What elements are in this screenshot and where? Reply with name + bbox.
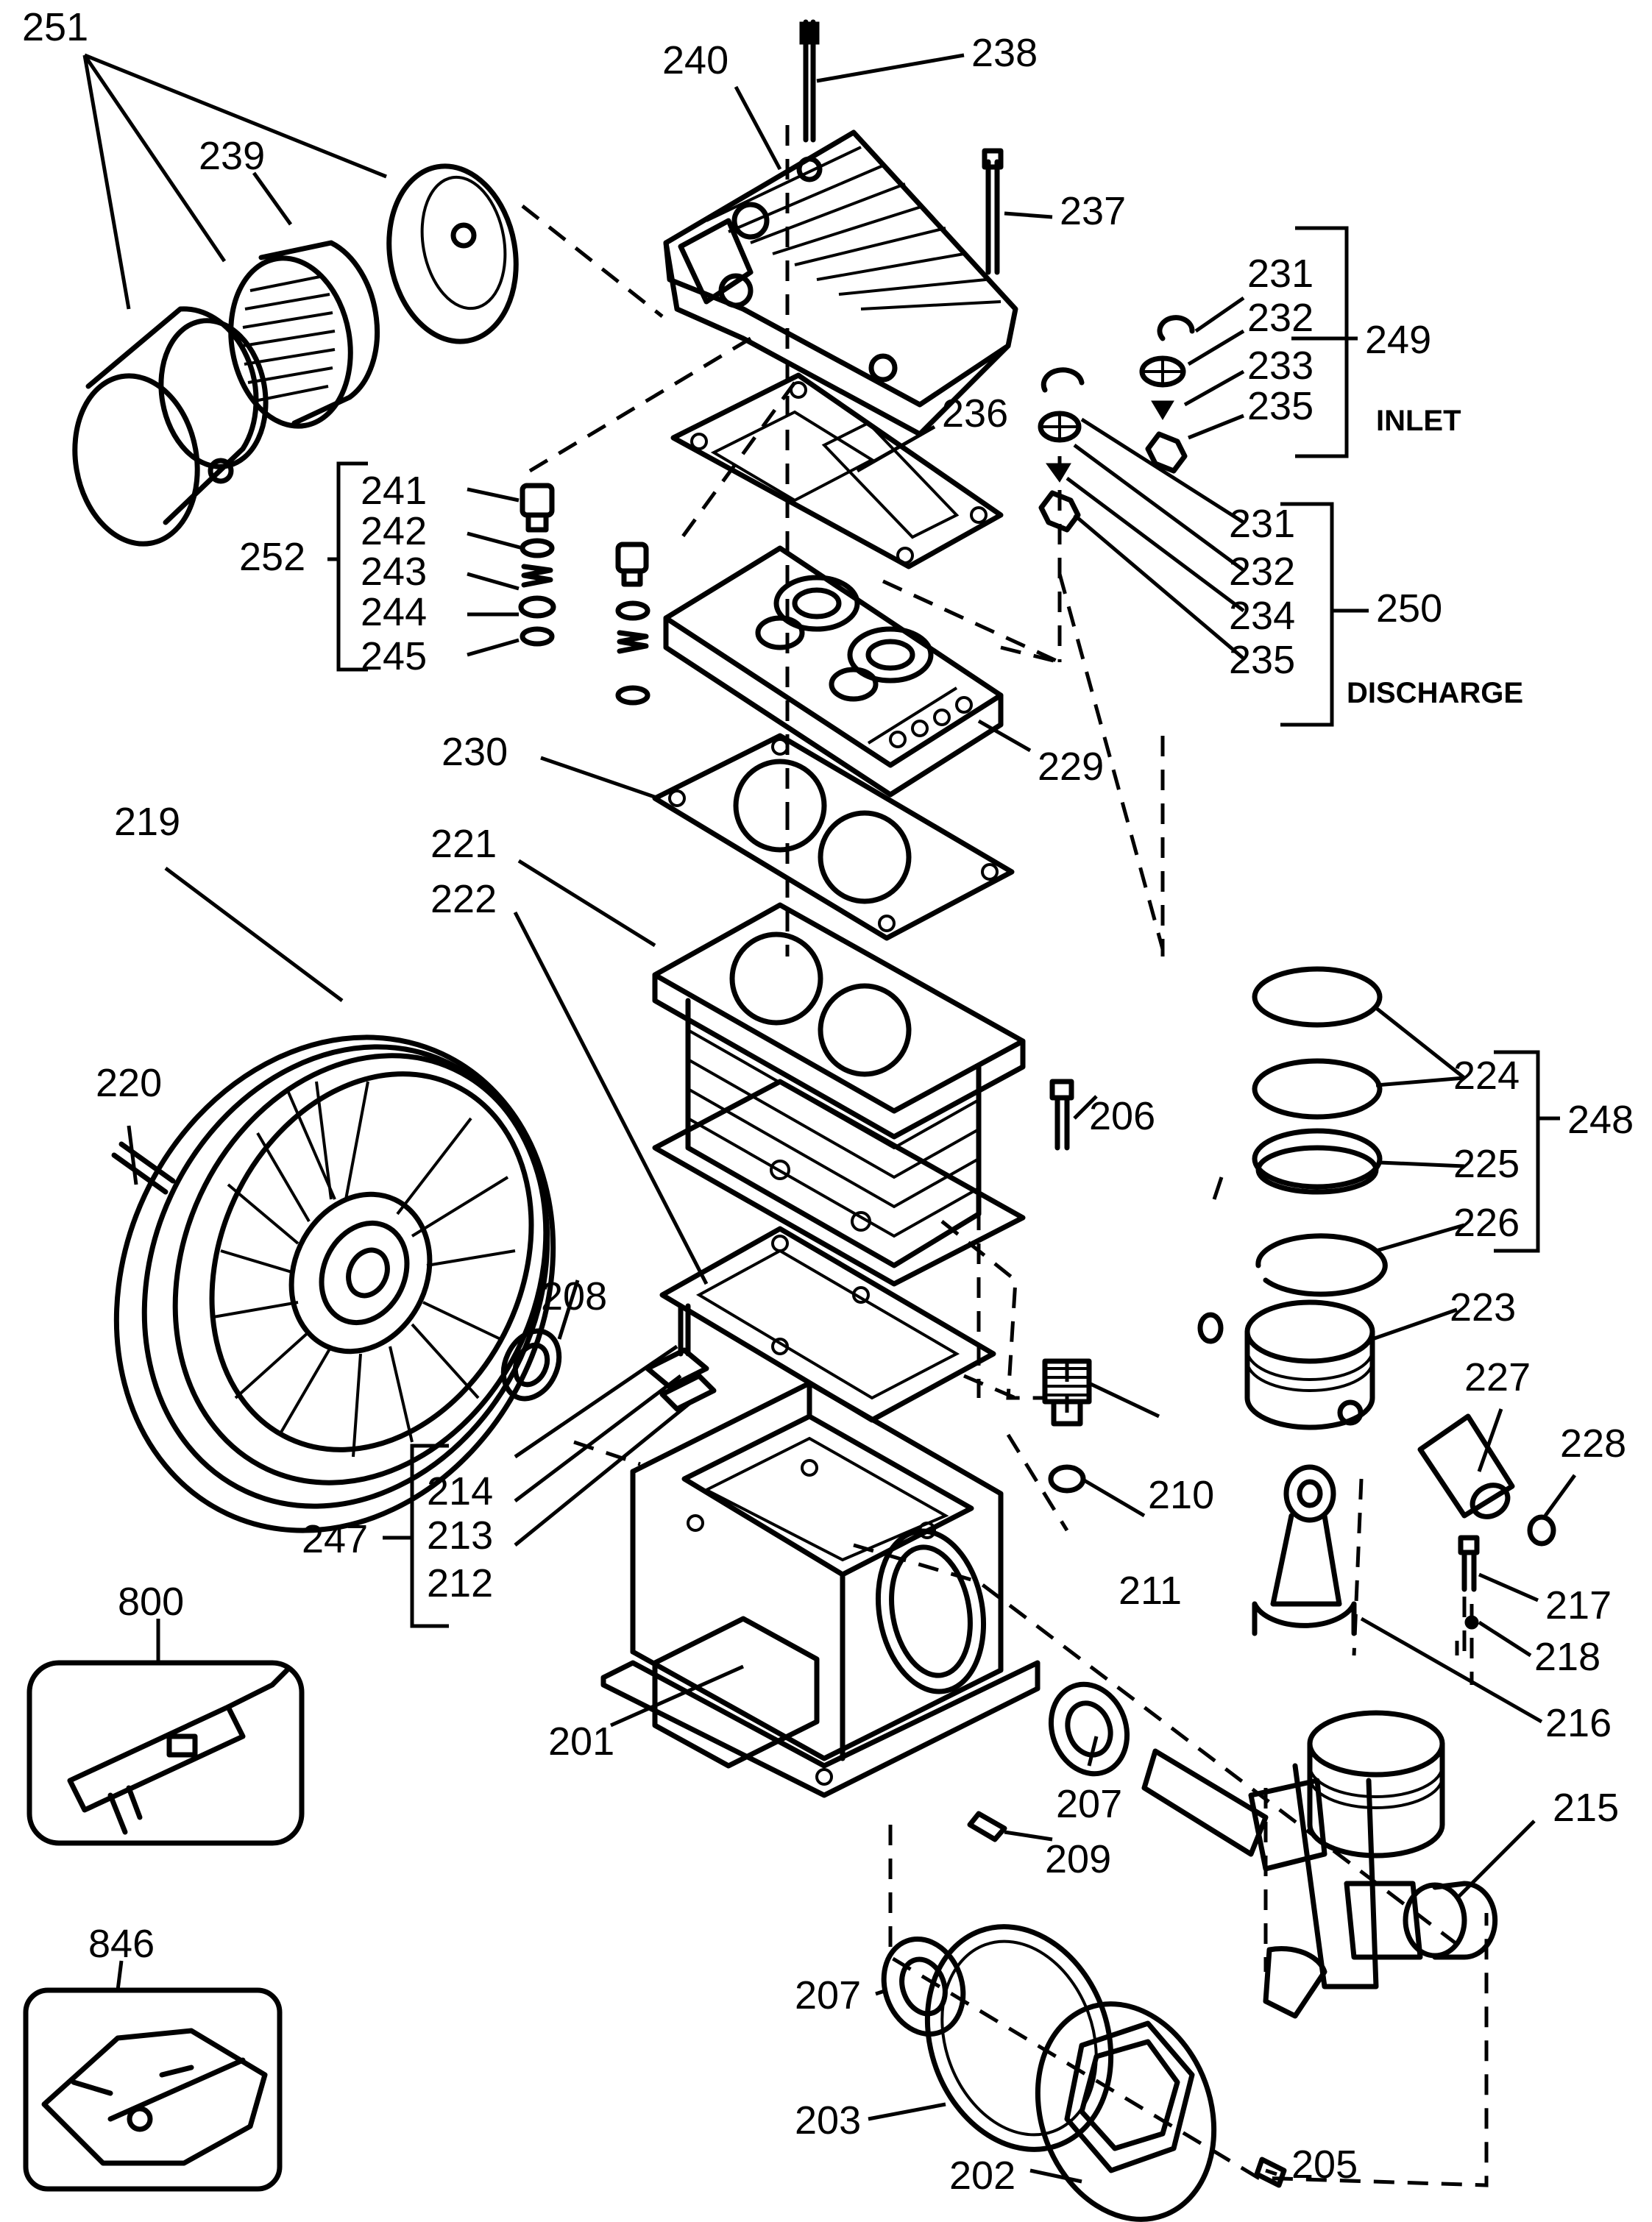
label-216: 216 xyxy=(1545,1701,1612,1745)
air-filter-assembly xyxy=(72,163,519,547)
head-bolts xyxy=(799,19,1004,275)
label-244: 244 xyxy=(361,590,427,634)
label-241: 241 xyxy=(361,469,427,513)
label-228: 228 xyxy=(1560,1421,1626,1466)
head-gasket-236 xyxy=(670,372,1004,569)
label-201: 201 xyxy=(548,1719,614,1764)
label-232-inlet: 232 xyxy=(1247,296,1314,340)
label-800: 800 xyxy=(118,1580,184,1624)
crankshaft-215 xyxy=(1141,1710,1498,2019)
key-220 xyxy=(111,1141,176,1195)
bearing-207-upper xyxy=(1048,1681,1130,1777)
label-inlet: INLET xyxy=(1376,405,1461,437)
cylinder-gasket-222 xyxy=(659,1226,996,1423)
inset-800-pressure-switch xyxy=(26,1660,305,1846)
label-207-lower: 207 xyxy=(795,1973,861,2017)
piston-223 xyxy=(1197,1299,1375,1430)
label-252: 252 xyxy=(239,535,305,579)
cylinder-head-240 xyxy=(663,129,1018,437)
label-227: 227 xyxy=(1464,1355,1531,1399)
crankcase-201 xyxy=(600,1380,1041,1798)
connecting-rod-216 xyxy=(1252,1464,1480,1636)
label-234: 234 xyxy=(1229,594,1295,638)
unloader-valve-parts xyxy=(518,483,650,706)
label-220: 220 xyxy=(96,1061,162,1105)
label-206: 206 xyxy=(1089,1094,1155,1138)
label-251: 251 xyxy=(22,5,88,49)
label-223: 223 xyxy=(1450,1285,1516,1330)
label-224: 224 xyxy=(1453,1054,1520,1098)
label-232-discharge: 232 xyxy=(1229,550,1295,594)
label-212: 212 xyxy=(427,1561,493,1605)
bolt-206 xyxy=(1049,1079,1074,1151)
label-217: 217 xyxy=(1545,1583,1612,1628)
label-239: 239 xyxy=(199,134,265,178)
label-222: 222 xyxy=(430,877,497,921)
label-231-inlet: 231 xyxy=(1247,252,1314,296)
label-230: 230 xyxy=(442,730,508,774)
valve-plate-gasket-230 xyxy=(652,733,1015,941)
label-210: 210 xyxy=(1148,1473,1214,1517)
label-233: 233 xyxy=(1247,344,1314,388)
label-249: 249 xyxy=(1365,318,1431,362)
label-205: 205 xyxy=(1291,2143,1358,2187)
reed-valve-parts xyxy=(1038,315,1195,533)
end-cover-parts xyxy=(924,1924,1217,2222)
oil-seal-208 xyxy=(500,1328,562,1402)
label-203: 203 xyxy=(795,2098,861,2143)
label-231-discharge: 231 xyxy=(1229,502,1295,546)
label-225: 225 xyxy=(1453,1142,1520,1186)
piston-rings xyxy=(1252,966,1388,1297)
label-215: 215 xyxy=(1553,1786,1619,1830)
valve-plate-229 xyxy=(663,545,1004,798)
label-229: 229 xyxy=(1038,745,1104,789)
label-248: 248 xyxy=(1567,1098,1634,1142)
label-245: 245 xyxy=(361,634,427,678)
label-discharge: DISCHARGE xyxy=(1347,677,1523,709)
filter-element-239 xyxy=(228,240,380,429)
label-219: 219 xyxy=(114,800,180,844)
part-number-labels: 251 239 240 238 237 231 232 233 235 249 … xyxy=(22,5,1634,2198)
label-238: 238 xyxy=(971,31,1038,75)
label-214: 214 xyxy=(427,1469,493,1513)
label-218: 218 xyxy=(1534,1635,1600,1679)
label-237: 237 xyxy=(1060,189,1126,233)
inset-846-hardware-kit xyxy=(23,1987,283,2192)
label-242: 242 xyxy=(361,509,427,553)
label-247: 247 xyxy=(302,1517,368,1561)
leader-lines xyxy=(82,53,1577,2184)
label-235-discharge: 235 xyxy=(1229,638,1295,682)
label-207-upper: 207 xyxy=(1056,1782,1122,1826)
label-221: 221 xyxy=(430,822,497,866)
label-250: 250 xyxy=(1376,586,1442,631)
label-209: 209 xyxy=(1045,1837,1111,1881)
wrist-pin-227 xyxy=(1417,1413,1556,1547)
flywheel-219 xyxy=(113,1034,556,1533)
label-211: 211 xyxy=(1119,1569,1182,1613)
breather-parts xyxy=(645,1303,717,1412)
label-240: 240 xyxy=(662,38,728,82)
cylinder-221 xyxy=(652,902,1026,1287)
label-243: 243 xyxy=(361,550,427,594)
label-208: 208 xyxy=(541,1274,607,1318)
label-213: 213 xyxy=(427,1513,493,1558)
label-846: 846 xyxy=(88,1922,155,1966)
plug-205 xyxy=(1254,2157,1287,2188)
drain-plug-209 xyxy=(967,1811,1007,1842)
label-226: 226 xyxy=(1453,1201,1520,1245)
label-236: 236 xyxy=(942,391,1008,436)
label-235-inlet: 235 xyxy=(1247,384,1314,428)
bearing-207-lower xyxy=(881,1936,966,2037)
label-202: 202 xyxy=(949,2154,1015,2198)
